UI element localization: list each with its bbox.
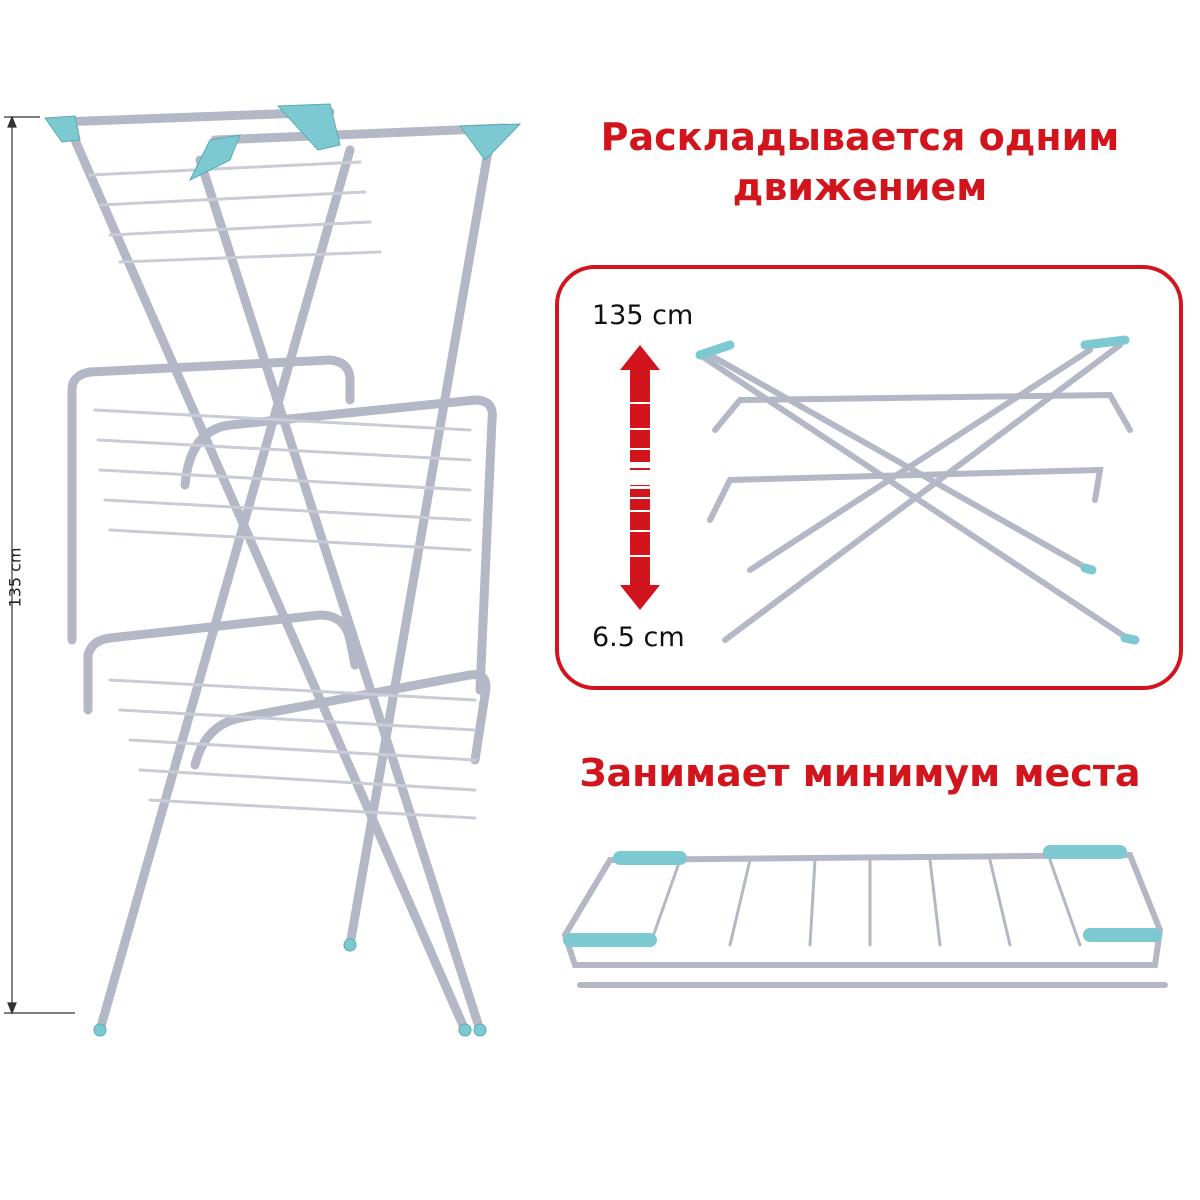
- folding-demo-frame: [555, 265, 1183, 690]
- height-label-vertical: 135 cm: [5, 547, 25, 608]
- headline-unfolds: Раскладывается одним движением: [600, 115, 1120, 209]
- height-dimension-line: [4, 115, 75, 1015]
- drying-rack-unfolded-image: [44, 103, 522, 1037]
- unfolded-height-label: 135 cm: [592, 300, 694, 331]
- headline-compact: Занимает минимум места: [579, 751, 1141, 795]
- height-change-arrow-icon: [620, 345, 660, 610]
- folded-height-label: 6.5 cm: [592, 622, 685, 653]
- drying-rack-folding-image: [695, 335, 1140, 645]
- drying-rack-folded-image: [561, 845, 1168, 988]
